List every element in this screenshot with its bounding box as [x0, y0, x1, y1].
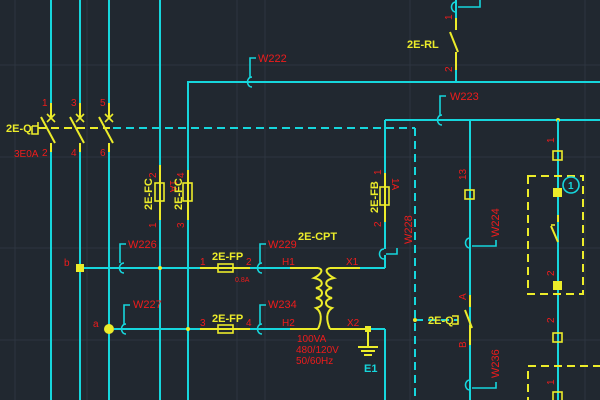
terminal-label: 2 [546, 317, 557, 323]
phase-label-a: a [93, 319, 99, 330]
junction-b[interactable] [76, 264, 84, 272]
terminal-label: 1 [373, 169, 384, 175]
fuse-rating: 0.8A [235, 277, 250, 284]
pole-label: 2 [42, 148, 48, 159]
transformer-tag: 2E-CPT [298, 231, 337, 243]
fuse-2e-fc-1[interactable] [154, 182, 165, 202]
terminal-label: 2 [246, 257, 252, 268]
main-breaker-2e-q[interactable]: 2E-Q 3E0A 1 3 5 2 4 6 [6, 0, 114, 160]
fuse-2e-fc-2[interactable] [182, 182, 193, 202]
ground-e1[interactable]: E1 [358, 326, 378, 375]
wire-marker-w236[interactable]: W236 [464, 349, 503, 391]
aux-tag: 2E-Q [428, 315, 454, 327]
contact-x-icon [46, 113, 56, 123]
wire-label: W227 [133, 299, 162, 311]
transformer-2e-cpt[interactable]: 2E-CPT 100VA 480/120V 50/60Hz [296, 231, 339, 367]
terminal-label: 1 [546, 137, 557, 143]
pole-label: 5 [100, 98, 106, 109]
terminal-label: 13 [458, 168, 469, 180]
fuse-tag: 2E-FP [212, 251, 243, 263]
phase-label-b: b [64, 258, 70, 269]
fuse-2e-fb[interactable] [379, 186, 390, 206]
terminal-label: 4 [246, 318, 252, 329]
wire-label: W224 [490, 208, 502, 237]
transformer-spec: 100VA [297, 334, 327, 345]
pole-label: 4 [71, 148, 77, 159]
device-enclosure-2[interactable] [527, 365, 600, 400]
wire-marker-w222[interactable]: W222 [246, 53, 287, 88]
wire-marker-w227[interactable]: W227 [120, 299, 162, 335]
terminal-label: 2 [444, 66, 455, 72]
relay-tag: 2E-RL [407, 39, 439, 51]
terminal-label: 3 [176, 222, 187, 228]
terminal-h2: H2 [282, 318, 295, 329]
terminal-label: 2 [148, 172, 159, 178]
wire-label: W226 [128, 239, 157, 251]
terminal-label: 2 [546, 270, 557, 276]
wire-label: W236 [490, 349, 502, 378]
terminal-label: 1 [200, 257, 206, 268]
junction-a[interactable] [104, 324, 114, 334]
device-marker-circle [562, 176, 580, 194]
fuse-2e-fp-1[interactable] [217, 263, 234, 273]
breaker-operator-icon [31, 122, 39, 135]
fuse-tag: 2E-FC [173, 178, 185, 210]
terminal-label: 1 [148, 222, 159, 228]
terminal-label: 3 [200, 318, 206, 329]
terminal-label: 1 [546, 379, 557, 385]
transformer-spec: 50/60Hz [296, 356, 333, 367]
fuse-rating: 1A [389, 178, 400, 191]
wire-label: W222 [258, 53, 287, 65]
wire-label: W229 [268, 239, 297, 251]
terminal-label: B [458, 341, 469, 348]
terminal-label: 4 [176, 172, 187, 178]
terminal-label: A [458, 293, 469, 300]
wire-marker-w228[interactable]: W228 [378, 215, 416, 260]
relay-contact-2e-rl[interactable]: 2E-RL 1 2 [407, 0, 481, 82]
fuse-tag: 2E-FC [143, 178, 155, 210]
terminal-h1: H1 [282, 257, 295, 268]
fuse-rating: 1A [167, 180, 178, 193]
terminal-box[interactable] [552, 332, 563, 343]
pole-label: 3 [71, 98, 77, 109]
terminal-label: 1 [444, 14, 455, 20]
wire-label: W228 [403, 215, 415, 244]
aux-operator-icon [452, 315, 459, 325]
wire-label: W223 [450, 91, 479, 103]
fuse-tag: 2E-FB [369, 181, 381, 213]
fuse-tag: 2E-FP [212, 313, 243, 325]
wire-label: W234 [268, 299, 297, 311]
wire-marker-w223[interactable]: W223 [436, 91, 479, 126]
device-enclosure-1[interactable] [527, 175, 584, 295]
terminal-x2: X2 [347, 318, 360, 329]
terminal-label: 2 [373, 221, 384, 227]
wire-marker-w226[interactable]: W226 [118, 239, 157, 274]
device-marker: 1 [568, 181, 574, 192]
terminal-x1: X1 [346, 257, 359, 268]
breaker-tag: 2E-Q [6, 123, 32, 135]
contact-x-icon [75, 113, 85, 123]
pole-label: 1 [42, 98, 48, 109]
terminal-box[interactable] [552, 150, 563, 161]
ground-tag: E1 [364, 363, 377, 375]
contact-x-icon [104, 113, 114, 123]
fuse-2e-fp-2[interactable] [217, 324, 234, 334]
transformer-spec: 480/120V [296, 345, 339, 356]
breaker-rating: 3E0A [14, 149, 39, 160]
terminal-13[interactable] [464, 189, 475, 200]
pole-label: 6 [100, 148, 106, 159]
aux-contact-2e-q[interactable]: 2E-Q A B [413, 293, 473, 348]
wire-marker-w224[interactable]: W224 [464, 208, 503, 249]
